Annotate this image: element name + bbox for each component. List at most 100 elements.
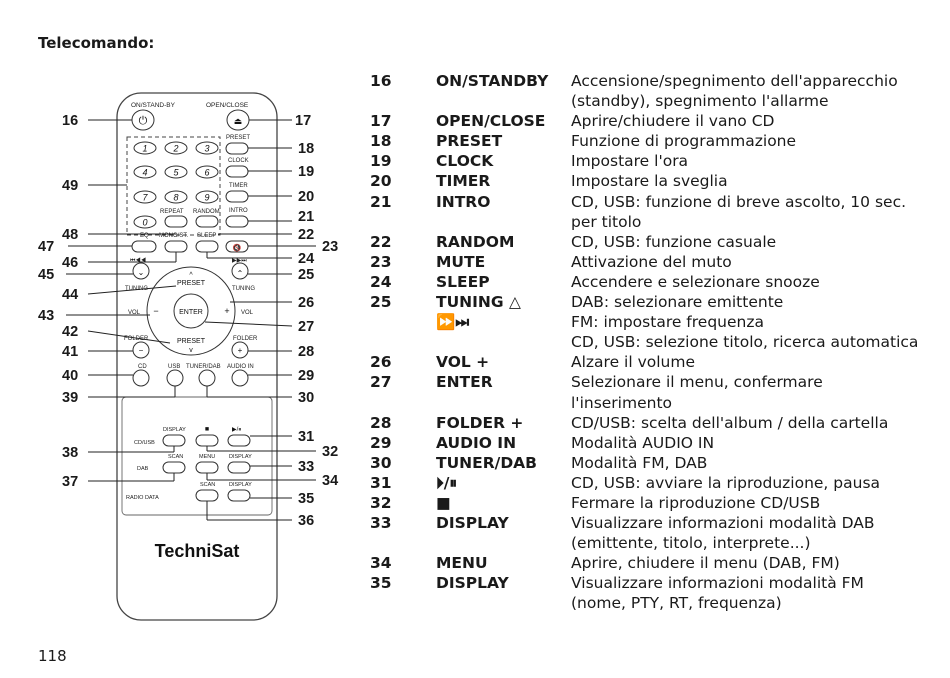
legend-number: 22 [370,232,392,251]
digit-button-8 [164,190,188,204]
legend-description: Selezionare il menu, confermare [571,373,823,392]
digit-button-0 [133,215,157,229]
digit-button-6 [195,165,219,179]
callout-34: 34 [322,473,338,489]
legend-description: Alzare il volume [571,353,695,372]
legend-description: CD, USB: avviare la riproduzione, pausa [571,473,881,492]
stop-icon: ■ [205,426,209,433]
digit-label-7: 7 [142,193,148,203]
legend-row: 27 ENTER Selezionare il menu, confermare [370,372,930,392]
playpause-button [227,434,251,447]
legend-number: 21 [370,192,392,211]
callout-32: 32 [322,444,338,460]
legend-key: ENTER [436,373,493,392]
digit-button-9 [195,190,219,204]
monost-label: MONO/ST. [159,233,188,239]
digit-label-9: 9 [204,193,209,203]
legend-number: 31 [370,473,392,492]
eject-icon: ⏏ [234,116,243,126]
legend-key: MENU [436,554,488,573]
callout-39: 39 [62,390,78,406]
legend-description: (standby), spegnimento l'allarme [571,92,829,111]
tunerdab-label: TUNER/DAB [186,364,221,370]
callout-19: 19 [298,164,314,180]
legend-row: (emittente, titolo, interprete...) [370,533,930,553]
callout-35: 35 [298,491,314,507]
chevron-down-icon: ⌄ [138,268,145,277]
vol-left-label: VOL [128,310,141,316]
display2-button [227,461,251,474]
callout-49: 49 [62,178,78,194]
openclose-label: OPEN/CLOSE [206,102,249,109]
legend-key-secondary: ⏩⏭ [436,313,470,332]
legend-description: Modalità AUDIO IN [571,433,715,452]
legend-number: 16 [370,72,392,90]
preset-up-label: PRESET [177,280,206,287]
callout-29: 29 [298,368,314,384]
enter-label: ENTER [179,309,203,316]
legend-number: 34 [370,554,392,573]
legend-description: CD/USB: scelta dell'album / della cartel… [571,413,889,432]
legend-key: RANDOM [436,232,515,251]
folder-left-label: FOLDER [124,336,149,342]
preset-key-label: PRESET [226,135,250,141]
legend-description: FM: impostare frequenza [571,313,764,332]
legend-number: 26 [370,353,392,372]
legend-key: MUTE [436,252,486,271]
legend-row: 22 RANDOM CD, USB: funzione casuale [370,232,930,252]
callout-18: 18 [298,141,314,157]
display2-label: DISPLAY [229,454,252,460]
legend-row: 32■Fermare la riproduzione CD/USB [370,493,930,513]
legend-row: (standby), spegnimento l'allarme [370,91,930,111]
legend-number: 27 [370,373,392,392]
radiodata-label: RADIO DATA [126,495,159,501]
callout-25: 25 [298,267,314,283]
eq-button [131,240,157,253]
legend-number: 20 [370,172,392,191]
intro-button [225,215,249,228]
timer-label: TIMER [229,183,248,189]
legend-number: 23 [370,252,392,271]
page-number: 118 [38,647,67,665]
legend-key: ⏵/⏸ [436,473,458,492]
digit-label-2: 2 [172,144,178,154]
remote-bottom-panel [121,396,273,516]
legend-key: OPEN/CLOSE [436,112,546,131]
legend-key: PRESET [436,132,503,151]
legend-description: l'inserimento [571,393,673,412]
legend-row: ⏩⏭ FM: impostare frequenza [370,312,930,332]
digit-button-1 [133,141,157,155]
display3-button [227,489,251,502]
folder-minus-button [132,341,150,359]
callout-46: 46 [62,255,78,271]
callout-30: 30 [298,390,314,406]
legend-number: 35 [370,574,392,593]
callout-33: 33 [298,459,314,475]
legend-description: DAB: selezionare emittente [571,293,784,312]
chevron-up-icon: ⌃ [237,269,244,278]
mute-icon: 🔇 [233,243,242,252]
callout-26: 26 [298,295,314,311]
legend-number: 24 [370,272,392,291]
tuning-up-button [231,262,249,280]
stop-button [195,434,219,447]
skip-fwd-icon: ▶▶⏭ [232,258,247,264]
legend-key: ON/STANDBY [436,72,549,90]
random-button [195,215,219,228]
digit-label-1: 1 [142,144,147,154]
legend-description: CD, USB: funzione casuale [571,232,777,251]
legend-key: TIMER [436,172,491,191]
callout-17: 17 [295,113,311,129]
legend-key: CLOCK [436,152,494,171]
callout-42: 42 [62,324,78,340]
legend-number: 33 [370,514,392,533]
callout-21: 21 [298,209,314,225]
